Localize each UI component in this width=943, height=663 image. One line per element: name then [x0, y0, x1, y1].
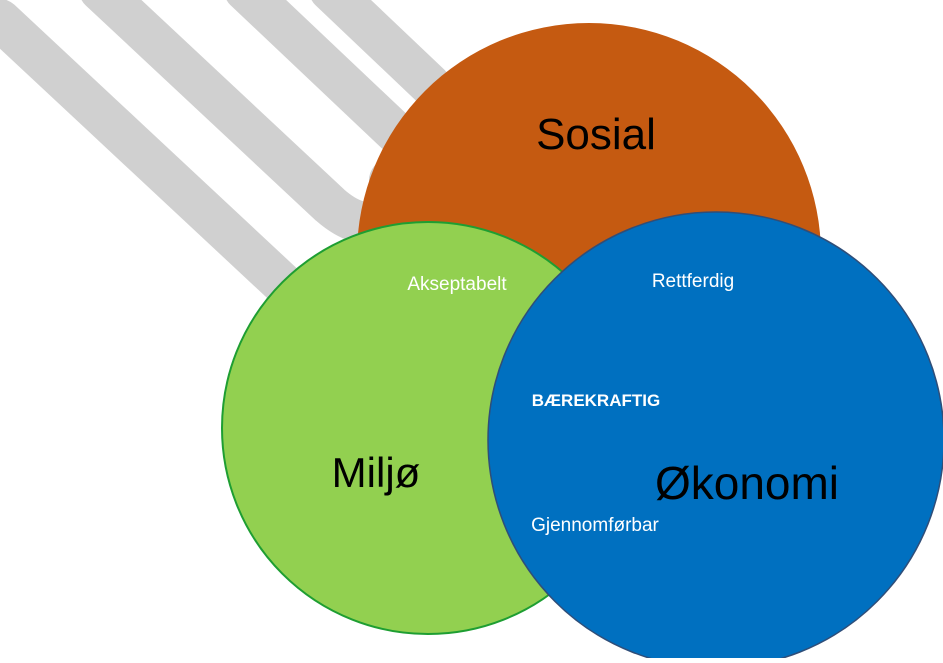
label-baerekraftig: BÆREKRAFTIG — [532, 391, 660, 410]
circle-okonomi — [487, 211, 943, 658]
label-akseptabelt: Akseptabelt — [407, 274, 507, 295]
label-rettferdig: Rettferdig — [652, 271, 734, 292]
label-gjennomforbar: Gjennomførbar — [531, 515, 659, 536]
label-okonomi: Økonomi — [655, 457, 839, 509]
label-miljo: Miljø — [332, 449, 421, 496]
label-sosial: Sosial — [536, 110, 656, 159]
